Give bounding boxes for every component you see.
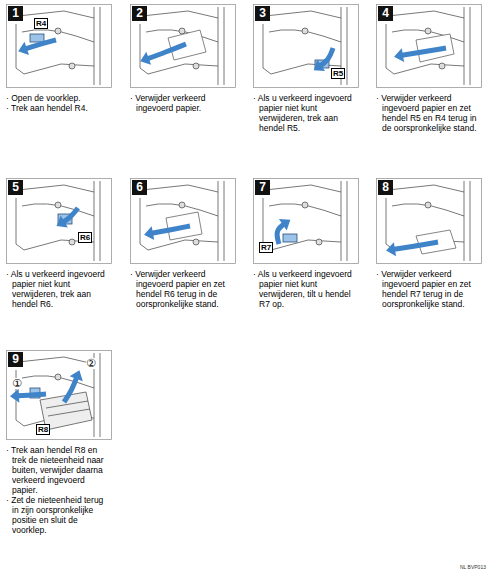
step-illustration [131,179,236,264]
step-number: 6 [132,180,147,195]
panel-frame [377,5,482,88]
part-label: R6 [78,232,92,243]
step-panel: 8 · Verwijder verkeerd ingevoerd papier e… [376,178,478,309]
panel-frame [7,351,112,440]
step-panel: 6 · Verwijder verkeerd ingevoerd papier e… [130,178,232,309]
instruction-text: · Als u verkeerd ingevoerd papier niet k… [6,269,108,309]
instruction-text: · Verwijder verkeerd ingevoerd papier. [130,93,232,113]
panel-frame [131,179,236,264]
arrow-shaft [144,44,186,60]
panel-frame [7,5,112,88]
arrow-head [394,48,404,62]
arrow-head [57,215,68,227]
part-label: R7 [259,242,273,253]
step-number: 8 [378,180,393,195]
arrow-head [279,219,290,231]
arrow-head [140,52,151,65]
step-panel: 1 · Open de voorklep.· Trek aan hendel R4… [6,4,108,113]
arrow-head [144,226,154,240]
step-number: 5 [8,180,23,195]
machine-outline [16,181,100,261]
step-number: 7 [255,180,270,195]
arrow-head [314,59,325,71]
part-label: R8 [36,424,50,435]
panel-frame [131,5,236,88]
instruction-text: · Trek aan hendel R4. [6,103,108,113]
instruction-text: · Zet de nieteenheid terug in zijn oorsp… [6,495,108,535]
step-panel: 5 · Als u verkeerd ingevoerd papier niet … [6,178,108,309]
instruction-text: · Als u verkeerd ingevoerd papier niet k… [253,93,355,133]
arrow-head [386,242,396,256]
step-number: 3 [255,6,270,21]
part-label: R5 [331,68,345,79]
step-illustration [377,179,482,264]
step-illustration [254,5,359,88]
step-number: 9 [8,352,23,367]
part-label: R4 [34,18,48,29]
arrow-head [10,389,19,403]
instruction-text: · Trek aan hendel R8 en trek de nieteenh… [6,445,108,495]
callout-number: ① [12,378,22,389]
instruction-text: · Verwijder verkeerd ingevoerd papier en… [376,93,478,133]
step-illustration [7,5,112,88]
step-illustration [7,351,112,440]
step-panel: 2 · Verwijder verkeerd ingevoerd papier. [130,4,232,113]
machine-outline [140,7,224,85]
machine-outline [386,7,470,85]
panel-frame [7,179,112,264]
arrow-shaft [390,242,438,250]
step-illustration [7,179,112,264]
jammed-paper [168,30,206,60]
panel-frame [377,179,482,264]
step-number: 4 [378,6,393,21]
callout-number: ② [86,358,96,369]
instruction-text: · Als u verkeerd ingevoerd papier niet k… [253,269,355,309]
machine-outline [16,7,100,85]
step-illustration [377,5,482,88]
panel-frame [254,5,359,88]
arrow-head [70,370,83,381]
arrow-shaft [22,40,56,50]
machine-outline [140,181,224,261]
panel-frame [254,179,359,264]
step-illustration [254,179,359,264]
arrow-shaft [148,226,190,234]
lever [283,234,297,242]
document-code: NL BVP013 [460,564,486,570]
instruction-text: · Verwijder verkeerd ingevoerd papier en… [376,269,478,309]
instruction-text: · Verwijder verkeerd ingevoerd papier en… [130,269,232,309]
arrow-shaft [398,48,446,56]
instruction-text: · Open de voorklep. [6,93,108,103]
machine-outline [263,7,347,85]
step-illustration [131,5,236,88]
step-number: 2 [132,6,147,21]
step-panel: 4 · Verwijder verkeerd ingevoerd papier e… [376,4,478,133]
arrow-head [18,42,29,55]
lever [30,34,44,42]
step-number: 1 [8,6,23,21]
machine-outline [263,181,347,261]
machine-outline [386,181,470,261]
